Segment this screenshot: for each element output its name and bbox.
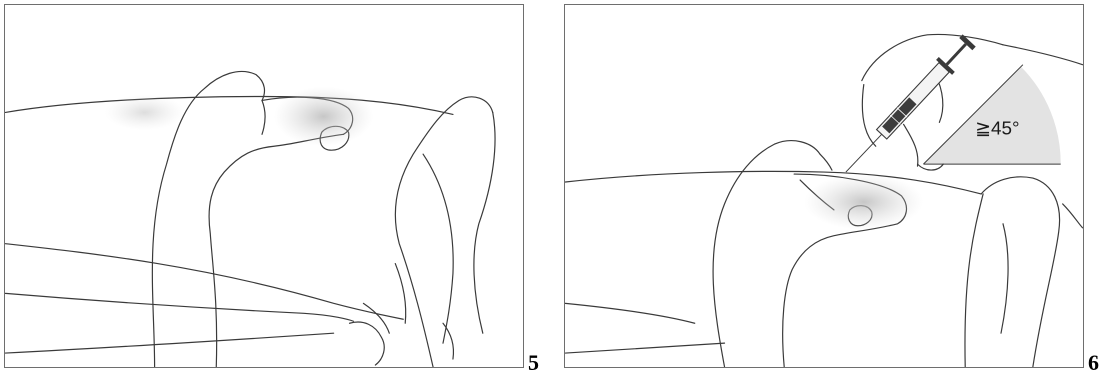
syringe-hand-finger-2 <box>904 124 918 166</box>
pinched-skin-shading <box>804 174 923 230</box>
figure-number-6: 6 <box>1088 352 1099 374</box>
skin-fold-3 <box>363 303 389 333</box>
pinched-skin-shading <box>274 87 373 147</box>
thigh-top-contour <box>565 171 981 194</box>
skin-fold-4 <box>443 323 453 359</box>
thigh-bottom-contour <box>565 343 724 353</box>
finger-outline-1 <box>395 97 492 367</box>
finger-outline-3 <box>1001 224 1008 333</box>
figure-6-panel: ≧45° <box>564 4 1084 368</box>
thigh-bottom-contour <box>5 333 333 353</box>
finger-outline-2 <box>981 177 1059 367</box>
syringe-hand-wrist <box>1003 45 1083 65</box>
thigh-lower-contour <box>565 303 694 323</box>
angle-label: ≧45° <box>975 118 1019 139</box>
syringe-hand-finger <box>862 85 875 147</box>
thumb-crease <box>262 100 265 134</box>
finger-outline-1 <box>965 194 983 367</box>
finger-outline-2 <box>474 112 495 333</box>
skin-fold-1 <box>395 264 405 324</box>
figure-number-5: 5 <box>528 352 539 374</box>
hand-knuckle <box>820 154 832 170</box>
syringe-plunger <box>882 97 916 133</box>
thigh-top-contour <box>5 96 453 114</box>
skin-fold-2 <box>350 322 385 365</box>
angle-wedge <box>923 67 1060 164</box>
skin-shading <box>105 95 185 131</box>
injection-illustration: ≧45° <box>565 5 1083 367</box>
finger-outline-3 <box>423 154 453 343</box>
thumb-underside <box>209 134 343 367</box>
needle <box>846 134 882 172</box>
finger-outline-4 <box>1063 204 1083 228</box>
syringe-hand-fingertip <box>917 164 943 170</box>
syringe-rod <box>947 44 966 64</box>
figure-5-panel <box>4 4 524 368</box>
thigh-lower-contour <box>5 293 353 321</box>
pinch-skin-illustration <box>5 5 523 367</box>
